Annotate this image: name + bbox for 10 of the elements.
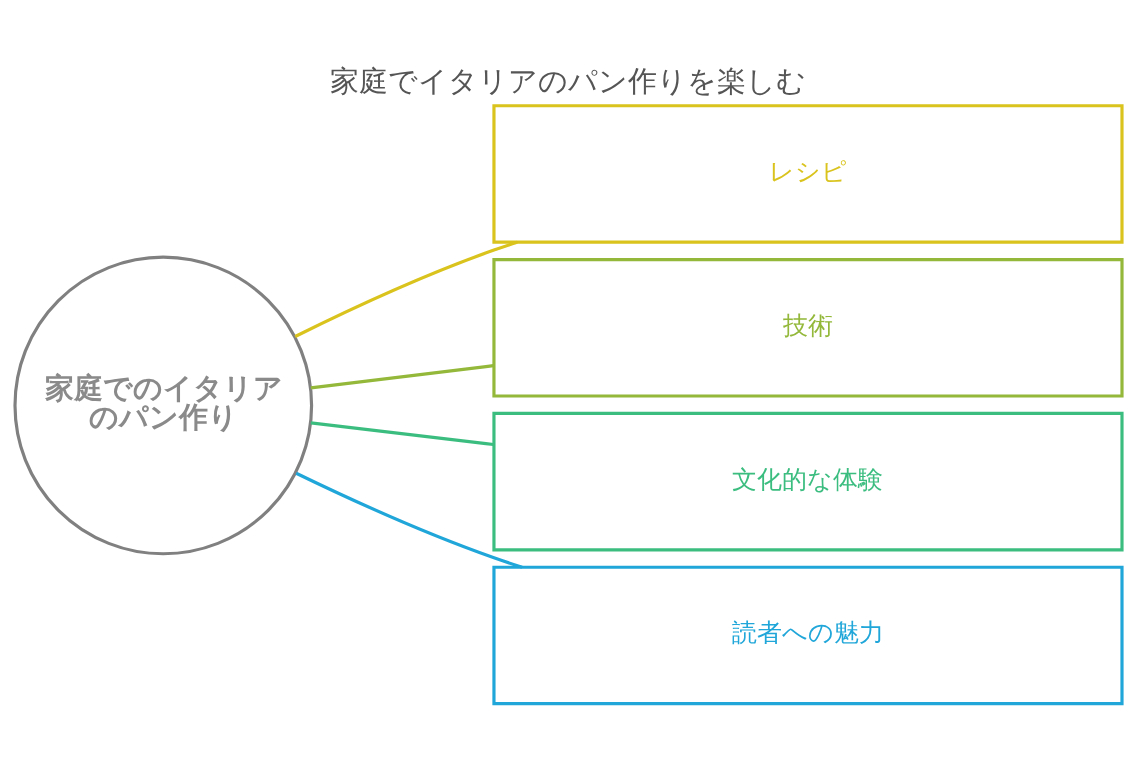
node-box: 読者への魅力 <box>492 565 1124 706</box>
node-box: 文化的な体験 <box>492 411 1124 552</box>
connector <box>295 471 523 569</box>
node-box: 技術 <box>492 258 1124 398</box>
node-circle: 家庭でのイタリアのパン作り <box>13 255 314 556</box>
diagram-title: 家庭でイタリアのパン作りを楽しむ <box>330 64 807 98</box>
node-box: レシピ <box>492 104 1124 244</box>
connector <box>294 240 518 338</box>
connector <box>310 421 494 447</box>
connector <box>310 364 494 390</box>
